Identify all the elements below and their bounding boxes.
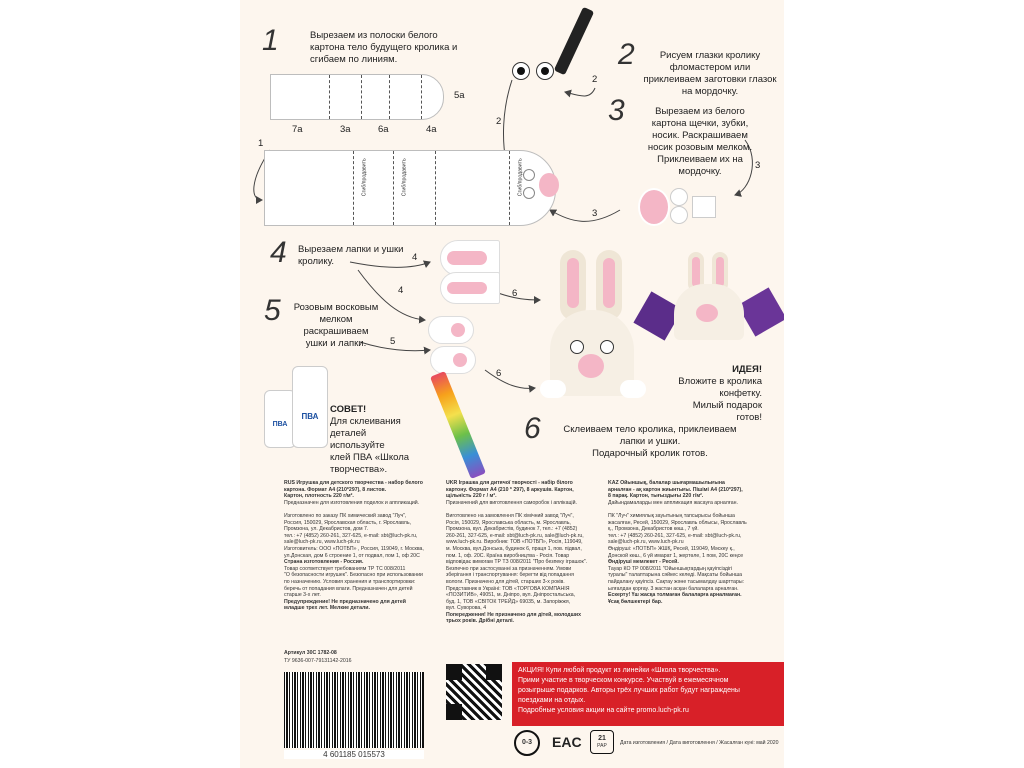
arrow-3 [734,139,753,197]
nose-piece-icon [638,188,670,226]
advice-title: СОВЕТ! [330,404,367,415]
arrow-label-4b: 4 [398,285,404,296]
glue-bottle-icon: ПВА [292,366,328,448]
step-6-number: 6 [524,412,541,445]
arrow-3b [549,209,621,222]
eye-left-icon [523,169,535,181]
arrow-4b [357,269,426,324]
arrow-label-2: 2 [592,74,598,85]
eye-right-icon [523,187,535,199]
instruction-sheet: 1 2 2 3 3 4 4 5 6 6 1 Вырезаем из полоск… [240,0,784,768]
paw-piece-icon [428,316,474,344]
barcode [284,672,424,748]
recycle-icon: 21 PAP [590,730,614,754]
step-1-number: 1 [262,24,279,57]
tu-number: ТУ 9636-007-79131142-2016 [284,658,352,664]
manufacture-date: Дата изготовления / Дата виготовлення / … [620,740,779,746]
arrow-label-3: 3 [755,160,761,171]
paw-piece-icon [430,346,476,374]
arrow-label-6b: 6 [496,368,502,379]
cardboard-strip-template [270,74,444,120]
strip-label-6a: 6а [378,124,389,135]
teeth-piece-icon [692,196,716,218]
cheek-piece-icon [670,188,688,206]
arrow-label-2b: 2 [496,116,502,127]
fold-label-1: Сгиб/продавить [361,158,368,197]
info-ukr: UKR Іграшка для дитячої творчості - набі… [446,480,588,625]
ear-piece-icon [440,240,500,276]
arrow-4 [349,260,431,268]
arrow-label-6: 6 [512,288,518,299]
arrow-label-1: 1 [258,138,264,149]
step-2-number: 2 [618,38,635,71]
arrows-layer [253,79,753,393]
step-3-number: 3 [608,94,625,127]
idea-title: ИДЕЯ! [732,364,762,375]
strip-label-4a: 4а [426,124,437,135]
googly-eye-icon [536,62,554,80]
strip-label-7a: 7а [292,124,303,135]
arrow-5 [359,341,431,355]
glue-bottle-icon: ПВА [264,390,296,448]
arrow-6b [484,369,536,393]
strip-label-5a: 5а [454,90,465,101]
arrow-label-3b: 3 [592,208,598,219]
rabbit-with-candy-photo [633,248,784,348]
step-5-number: 5 [264,294,281,327]
nose-icon [539,173,559,197]
article-number: Артикул 30С 1782-08 [284,650,337,656]
strip-label-3a: 3а [340,124,351,135]
arrow-label-5: 5 [390,336,396,347]
arrow-2 [564,87,596,98]
info-kaz: KAZ Ойыншық, балалар шығармашылығына арн… [608,480,747,605]
step-4-number: 4 [270,236,287,269]
finished-rabbit-photo [540,250,660,410]
cheek-piece-icon [670,206,688,224]
fold-label-2: Сгиб/продавить [401,158,408,197]
eac-mark: EAC [552,734,582,750]
qr-code [446,664,502,720]
arrow-label-4: 4 [412,252,418,263]
ear-piece-icon [440,272,500,304]
info-rus: RUS Игрушка для детского творчества - на… [284,480,424,612]
promo-banner: АКЦИЯ! Купи любой продукт из линейки «Шк… [512,662,784,726]
barcode-digits: 4 601185 015573 [284,750,424,759]
rabbit-body-strip: Сгиб/продавить Сгиб/продавить Сгиб/прода… [264,150,559,226]
age-restriction-icon: 0-3 [514,730,540,756]
googly-eye-icon [512,62,530,80]
